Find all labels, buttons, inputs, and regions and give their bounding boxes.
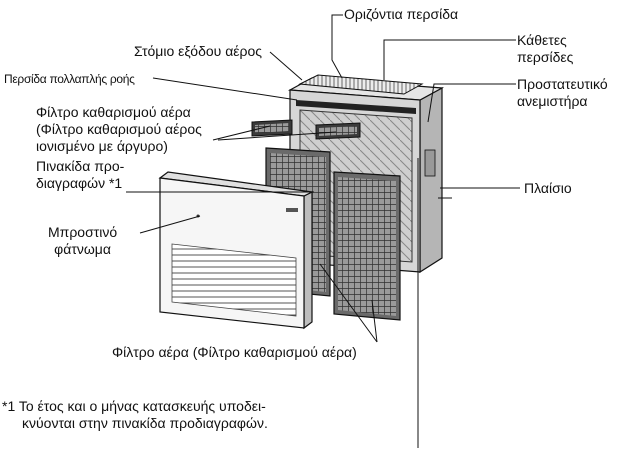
label-vertical-louvers-line1: Κάθετες [517, 32, 567, 48]
label-air-outlet: Στόμιο εξόδου αέρος [134, 43, 263, 59]
label-front-panel: Μπροστινό φάτνωμα [48, 224, 117, 258]
leader-lines [126, 14, 520, 448]
footnote: *1 Το έτος και ο μήνας κατασκευής υποδει… [2, 398, 268, 432]
air-filter-front [333, 171, 401, 321]
label-nameplate: Πινακίδα προ- διαγραφών *1 [36, 158, 124, 192]
label-multiflow-louver: Περσίδα πολλαπλής ροής [4, 72, 135, 86]
label-vertical-louvers-line2: περσίδες [517, 49, 574, 65]
footnote-line1: *1 Το έτος και ο μήνας κατασκευής υποδει… [2, 398, 266, 414]
label-nameplate-line2: διαγραφών *1 [36, 175, 123, 191]
label-air-purifying-filter-line2: (Φίλτρο καθαρισμού αέρος [36, 121, 202, 137]
label-fan-guard: Προστατευτικό ανεμιστήρα [517, 76, 608, 110]
label-front-panel-line2: φάτνωμα [54, 241, 111, 257]
label-frame: Πλαίσιο [524, 180, 572, 196]
label-fan-guard-line1: Προστατευτικό [517, 76, 608, 92]
label-front-panel-line1: Μπροστινό [48, 224, 118, 240]
label-air-filter: Φίλτρο αέρα (Φίλτρο καθαρισμού αέρα) [112, 344, 357, 360]
label-fan-guard-line2: ανεμιστήρα [517, 93, 588, 109]
label-air-purifying-filter: Φίλτρο καθαρισμού αέρα (Φίλτρο καθαρισμο… [36, 104, 202, 155]
silver-ion-filters [251, 119, 361, 140]
label-air-purifying-filter-line3: ιονισμένο με άργυρο) [36, 138, 168, 154]
label-nameplate-line1: Πινακίδα προ- [36, 158, 125, 174]
label-horizontal-louver: Οριζόντια περσίδα [344, 6, 459, 22]
footnote-line2: κνύονται στην πινακίδα προδιαγραφών. [22, 415, 268, 431]
label-vertical-louvers: Κάθετες περσίδες [517, 32, 573, 66]
front-panel [158, 171, 314, 330]
label-air-purifying-filter-line1: Φίλτρο καθαρισμού αέρα [36, 104, 191, 120]
